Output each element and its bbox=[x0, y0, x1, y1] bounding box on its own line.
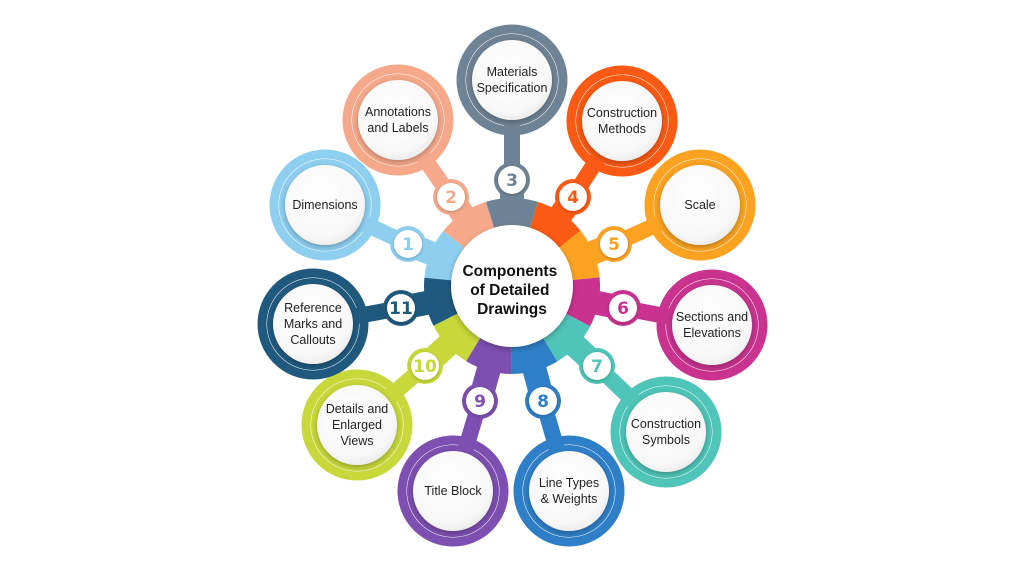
badge-disc bbox=[609, 294, 637, 322]
item-label-line: Construction bbox=[587, 106, 657, 120]
item-1: Dimensions 1 bbox=[279, 159, 426, 262]
item-ring-3 bbox=[456, 24, 568, 136]
item-number: 10 bbox=[413, 357, 437, 377]
item-ring-4 bbox=[566, 65, 678, 177]
item-label-line: Symbols bbox=[642, 433, 690, 447]
badge-disc bbox=[529, 387, 557, 415]
center-title-line-1: Components bbox=[462, 263, 557, 280]
item-disc bbox=[582, 81, 662, 161]
item-label-line: Methods bbox=[598, 122, 646, 136]
item-number: 11 bbox=[389, 299, 413, 319]
item-ring-2 bbox=[342, 64, 454, 176]
item-label-line: Reference bbox=[284, 301, 342, 315]
item-disc bbox=[472, 40, 552, 120]
item-label-line: & Weights bbox=[541, 492, 598, 506]
item-ring-5 bbox=[644, 149, 756, 261]
item-label-line: and Labels bbox=[367, 121, 428, 135]
item-disc bbox=[413, 451, 493, 531]
item-label-line: Scale bbox=[684, 198, 715, 212]
badge-disc bbox=[559, 183, 587, 211]
center-hub: Components of Detailed Drawings bbox=[451, 225, 573, 347]
item-label-line: Title Block bbox=[424, 484, 482, 498]
item-disc bbox=[672, 285, 752, 365]
outer-rings bbox=[257, 24, 768, 547]
item-number: 2 bbox=[445, 188, 457, 208]
center-circle bbox=[451, 225, 573, 347]
item-label-line: Specification bbox=[477, 81, 548, 95]
item-label-line: Dimensions bbox=[292, 198, 357, 212]
item-ring-8 bbox=[513, 435, 625, 547]
item-label-line: Details and bbox=[326, 402, 389, 416]
item-ring-11 bbox=[257, 268, 369, 380]
item-label-line: Line Types bbox=[539, 476, 599, 490]
item-disc bbox=[317, 385, 397, 465]
item-number: 9 bbox=[474, 392, 486, 412]
item-label-line: Construction bbox=[631, 417, 701, 431]
item-ring-6 bbox=[656, 269, 768, 381]
item-ring-10 bbox=[301, 369, 413, 481]
item-label-line: Elevations bbox=[683, 326, 741, 340]
item-ring-7 bbox=[610, 376, 722, 488]
badge-disc bbox=[437, 183, 465, 211]
item-8: Line Types & Weights 8 bbox=[523, 383, 615, 537]
item-label-line: Annotations bbox=[365, 105, 431, 119]
item-disc bbox=[529, 451, 609, 531]
item-number: 7 bbox=[591, 357, 603, 377]
center-title: Components of Detailed Drawings bbox=[462, 263, 561, 318]
item-number: 1 bbox=[402, 235, 414, 255]
item-disc bbox=[626, 392, 706, 472]
item-label-line: Marks and bbox=[284, 317, 342, 331]
item-disc bbox=[273, 284, 353, 364]
center-title-line-3: Drawings bbox=[477, 301, 547, 318]
item-label-line: Sections and bbox=[676, 310, 748, 324]
item-label: Scale bbox=[684, 198, 715, 212]
diagram-items: Dimensions 1 Annotations and Labels 2 Materia… bbox=[267, 34, 758, 537]
item-number: 5 bbox=[608, 235, 620, 255]
item-disc bbox=[285, 165, 365, 245]
item-label: Annotations and Labels bbox=[365, 105, 431, 135]
item-5: Scale 5 bbox=[596, 159, 746, 262]
item-number: 4 bbox=[567, 188, 579, 208]
item-ring-9 bbox=[397, 435, 509, 547]
badge-disc bbox=[498, 166, 526, 194]
item-number: 8 bbox=[537, 392, 549, 412]
item-ring-1 bbox=[269, 149, 381, 261]
item-label-line: Enlarged bbox=[332, 418, 382, 432]
item-label-line: Views bbox=[340, 434, 373, 448]
item-label-line: Callouts bbox=[290, 333, 335, 347]
item-label-line: Materials bbox=[487, 65, 538, 79]
item-disc bbox=[660, 165, 740, 245]
item-disc bbox=[358, 80, 438, 160]
badge-disc bbox=[411, 352, 439, 380]
item-label: Dimensions bbox=[292, 198, 357, 212]
center-title-line-2: of Detailed bbox=[470, 282, 549, 299]
badge-disc bbox=[583, 352, 611, 380]
item-2: Annotations and Labels 2 bbox=[352, 74, 469, 215]
item-number: 6 bbox=[617, 299, 629, 319]
badge-disc bbox=[394, 230, 422, 258]
badge-disc bbox=[600, 230, 628, 258]
badge-disc bbox=[466, 387, 494, 415]
badge-disc bbox=[387, 294, 415, 322]
item-number: 3 bbox=[506, 171, 518, 191]
item-label: Title Block bbox=[424, 484, 482, 498]
item-label: Line Types & Weights bbox=[539, 476, 599, 506]
item-9: Title Block 9 bbox=[407, 383, 499, 537]
